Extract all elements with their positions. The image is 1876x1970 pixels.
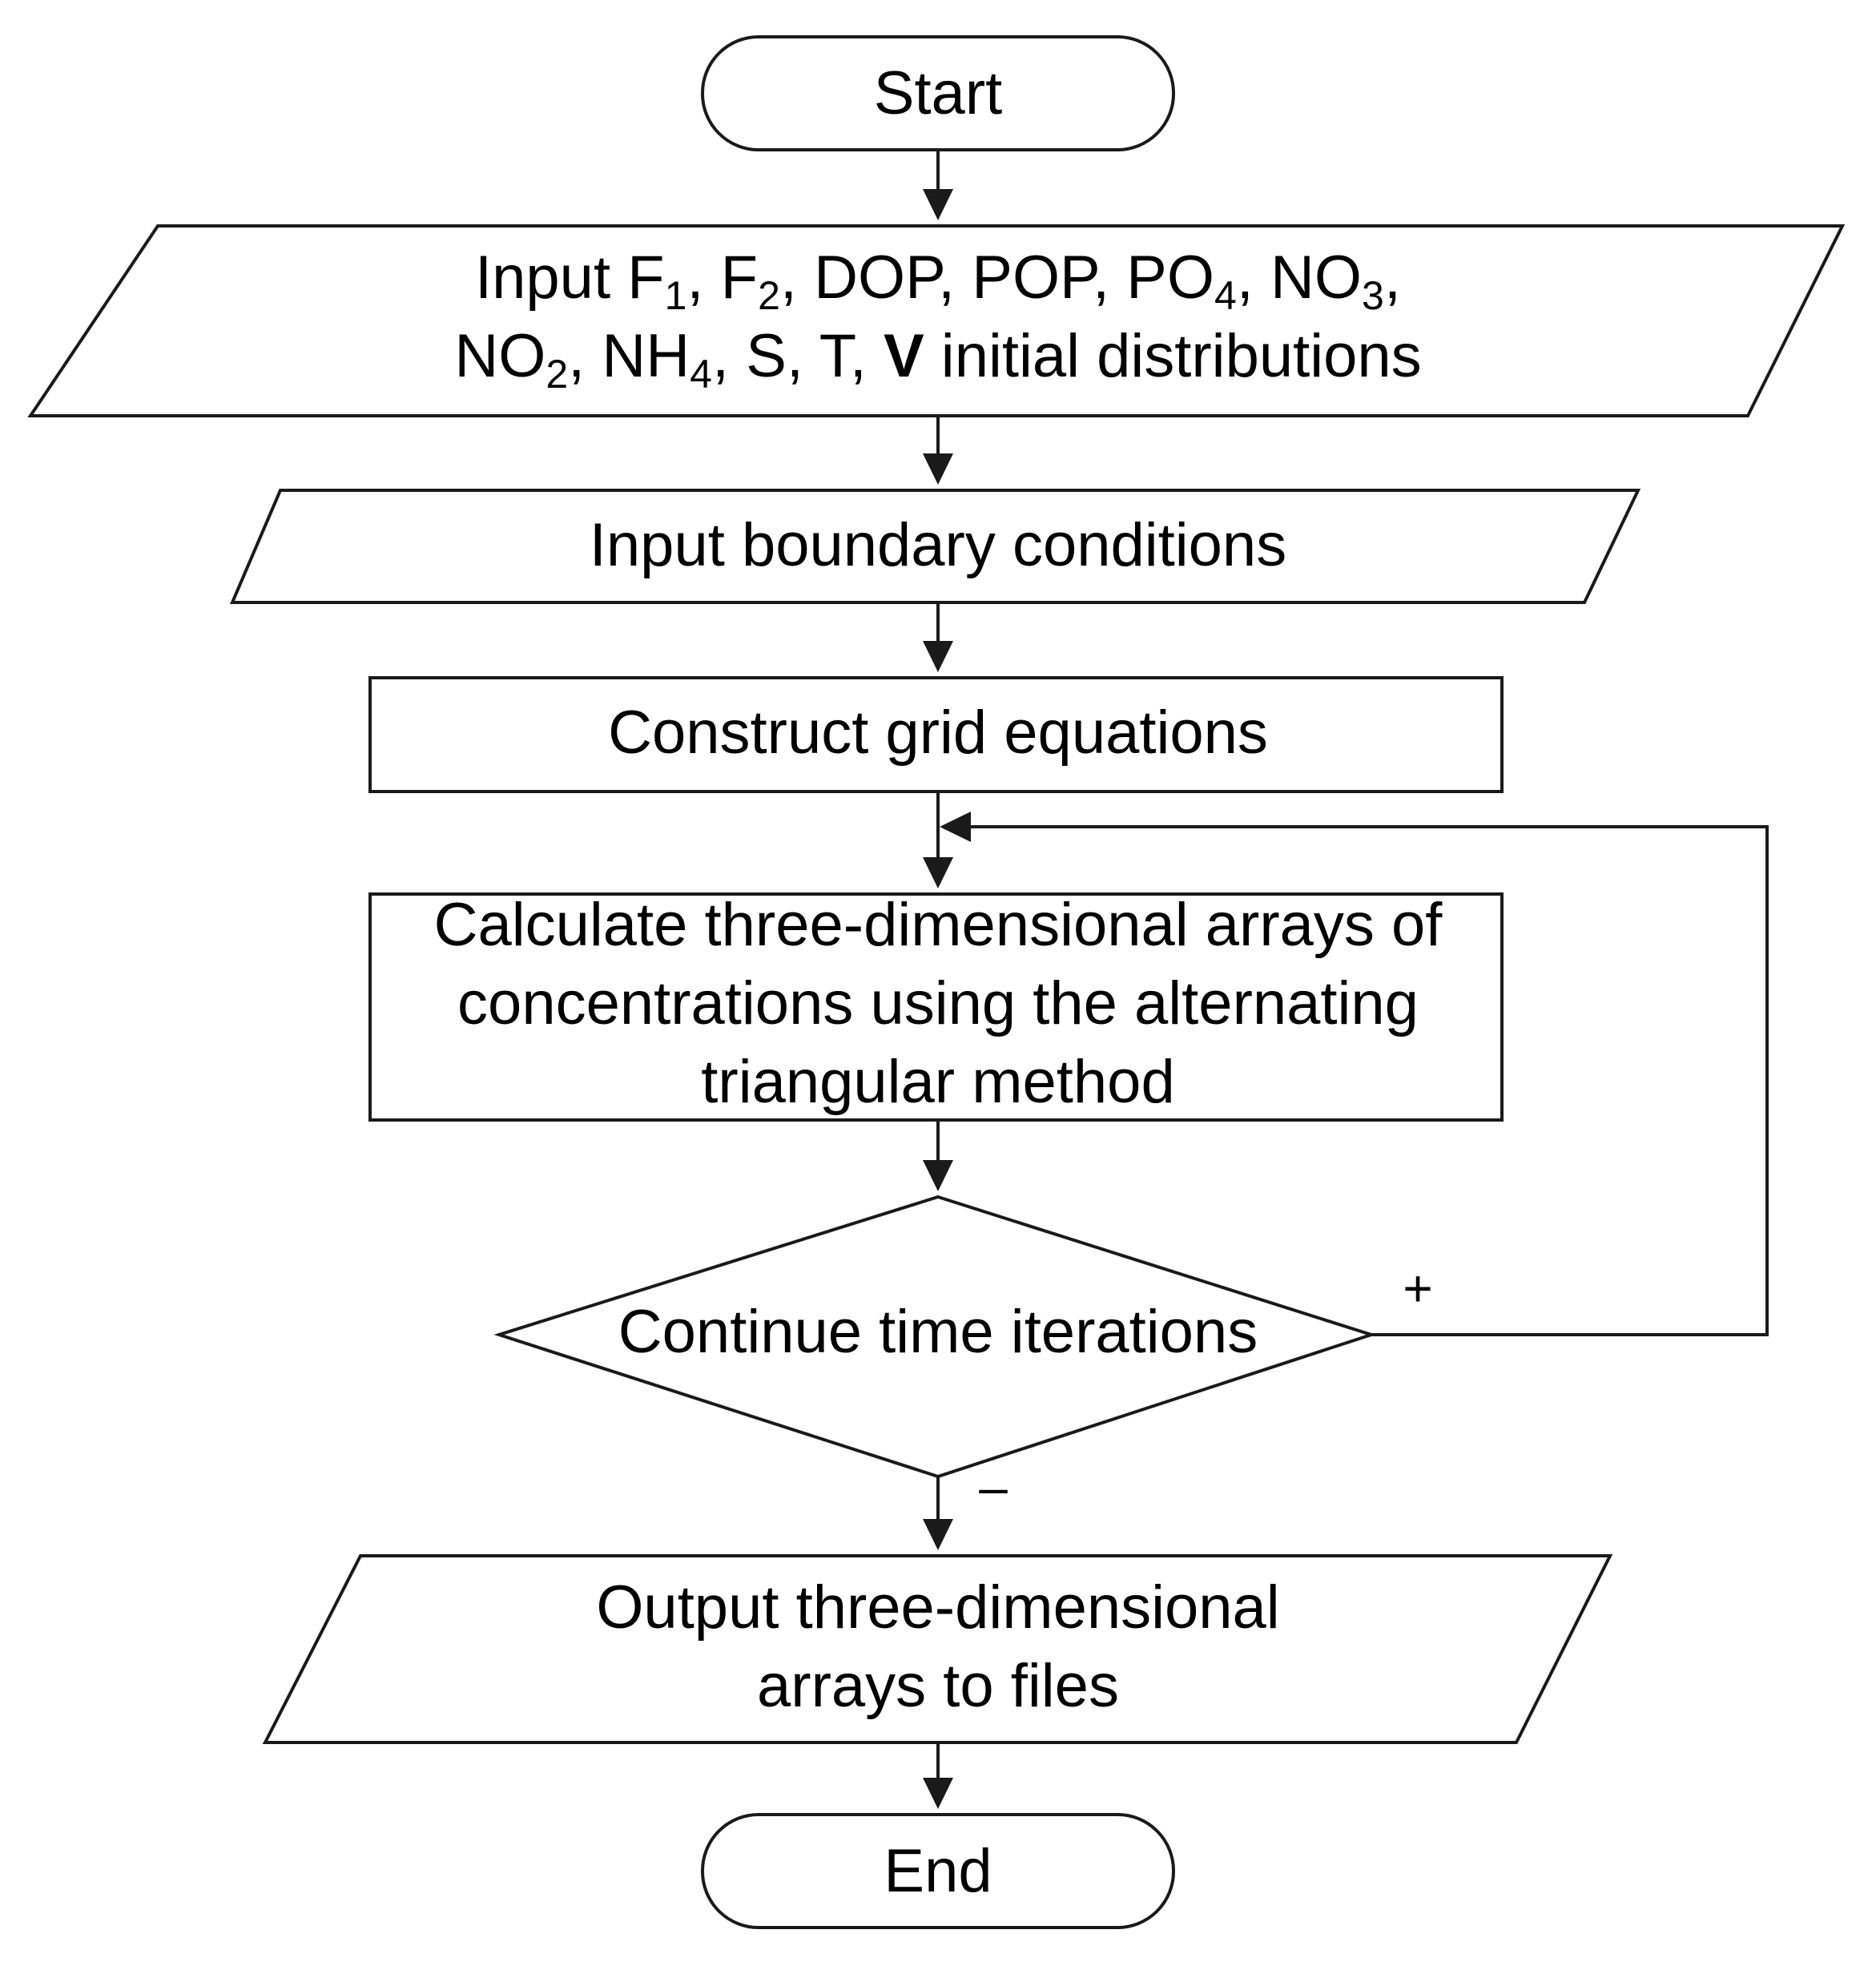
output-line-1: Output three-dimensional xyxy=(596,1573,1279,1642)
input-initial-line-1: Input F1, F2, DOP, POP, PO4, NO3, xyxy=(475,244,1401,318)
end-terminal: End xyxy=(701,1813,1175,1929)
decision-no-label: – xyxy=(979,1458,1008,1516)
arrowhead-down-icon xyxy=(923,453,953,485)
end-label: End xyxy=(884,1837,992,1905)
decision-label: Continue time iterations xyxy=(618,1298,1258,1366)
loop-back-connector xyxy=(971,825,1769,1336)
output-line-2: arrays to files xyxy=(757,1652,1119,1720)
construct-grid-equations: Construct grid equations xyxy=(368,676,1504,793)
arrowhead-down-icon xyxy=(923,1778,953,1809)
input-initial-distributions: Input F1, F2, DOP, POP, PO4, NO3, NO2, N… xyxy=(27,224,1846,417)
arrowhead-left-icon xyxy=(940,812,971,842)
input-boundary-conditions: Input boundary conditions xyxy=(229,489,1641,604)
arrowhead-down-icon xyxy=(923,641,953,672)
start-terminal: Start xyxy=(701,35,1175,151)
calculate-line-1: Calculate three-dimensional arrays of xyxy=(434,891,1443,959)
start-label: Start xyxy=(874,59,1003,127)
decision-yes-label: + xyxy=(1403,1259,1432,1317)
output-arrays: Output three-dimensional arrays to files xyxy=(262,1554,1613,1744)
calculate-line-2: concentrations using the alternating xyxy=(457,969,1419,1037)
decision-continue-iterations: Continue time iterations + – xyxy=(493,1194,1433,1516)
input-boundary-label: Input boundary conditions xyxy=(590,511,1286,579)
arrowhead-down-icon xyxy=(923,1519,953,1550)
arrowhead-down-icon xyxy=(923,189,953,220)
arrowhead-down-icon xyxy=(923,1160,953,1191)
connectors xyxy=(923,150,1769,1809)
arrowhead-down-icon xyxy=(923,857,953,888)
input-initial-line-2: NO2, NH4, S, T, V initial distributions xyxy=(454,322,1421,397)
calculate-arrays: Calculate three-dimensional arrays of co… xyxy=(368,891,1504,1122)
construct-label: Construct grid equations xyxy=(608,699,1268,767)
calculate-line-3: triangular method xyxy=(701,1048,1174,1116)
